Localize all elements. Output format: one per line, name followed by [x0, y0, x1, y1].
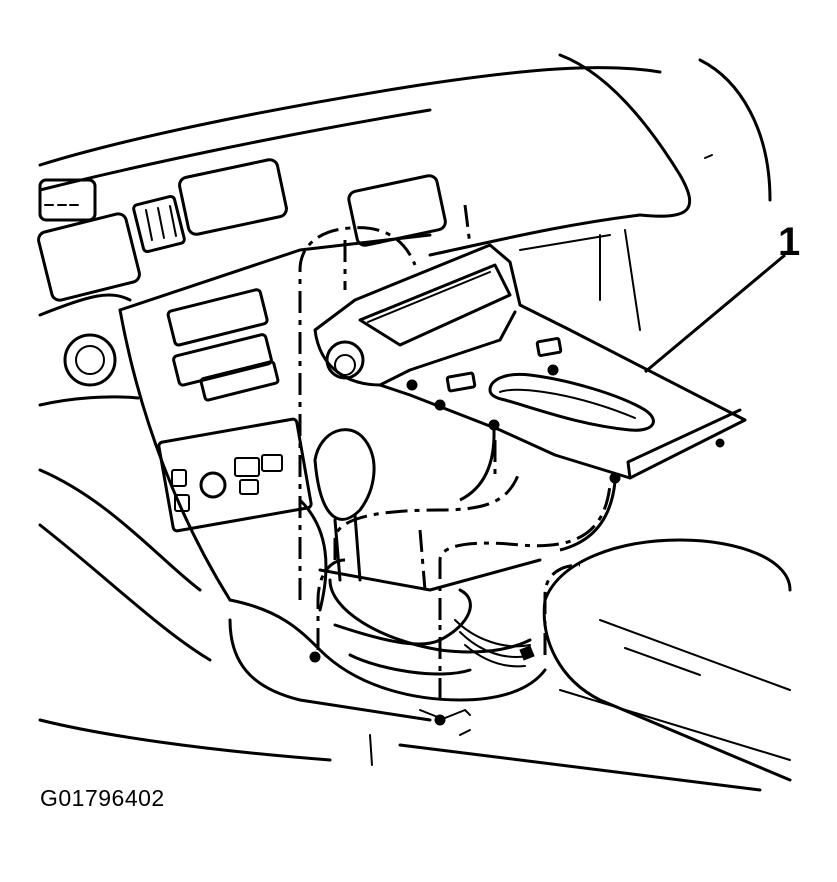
callout-leader-line [644, 253, 786, 374]
installation-guide-lines [298, 204, 612, 700]
console-trim-plate [313, 243, 747, 552]
center-stack [38, 233, 432, 762]
shift-lever [298, 428, 376, 612]
armrest [369, 538, 792, 792]
figure-code: G01796402 [40, 785, 165, 811]
upper-dashboard-outline [38, 53, 772, 331]
callout-label-1: 1 [778, 220, 801, 264]
console-base [228, 558, 547, 736]
